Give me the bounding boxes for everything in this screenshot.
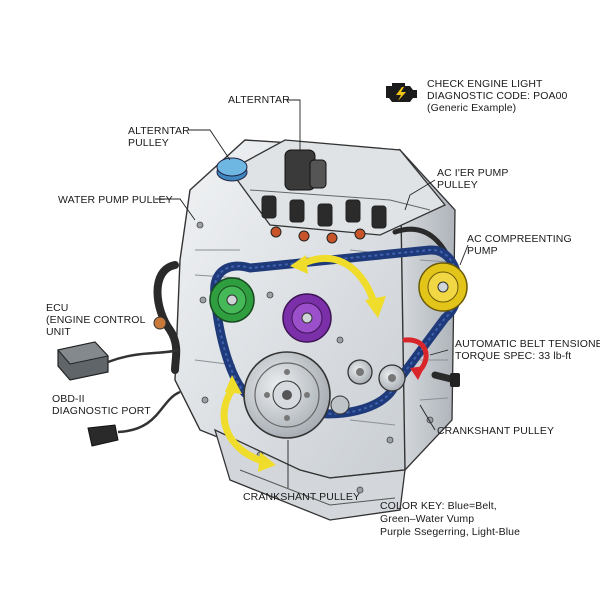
water-pump-pulley-label: WATER PUMP PULLEY: [58, 194, 173, 206]
ac-compressor-pulley: [418, 262, 468, 312]
tensioner-pulley: [378, 364, 406, 392]
obd-port: [87, 390, 181, 447]
leader-lines: [155, 99, 469, 488]
tensioner-line1: AUTOMATIC BELT TENSIONER: [455, 338, 600, 350]
ac-ter-pump-line2: PULLEY: [437, 179, 478, 191]
color-key-line1: COLOR KEY: Blue=Belt,: [380, 500, 497, 512]
color-key-line3: Purple Ssegerring, Light-Blue: [380, 526, 521, 538]
reservoir-cap: [216, 157, 248, 182]
obd-label: OBD-II DIAGNOSTIC PORT: [52, 393, 151, 417]
alternator-pulley-line2: PULLEY: [128, 137, 169, 149]
ac-ter-pump-line1: AC I'ER PUMP: [437, 167, 509, 179]
alternator-pulley-label: ALTERNTAR PULLEY: [128, 125, 190, 149]
rotation-arrow-bottom: [220, 375, 276, 472]
ac-compressor-label: AC COMPREENTING PUMP: [467, 233, 572, 257]
obd-line1: OBD-II: [52, 393, 85, 405]
crankshaft-pulley-label-right: CRANKSHANT PULLEY: [437, 425, 555, 437]
ecu-module: [57, 341, 179, 381]
ecu-line3: UNIT: [46, 326, 71, 338]
color-key: COLOR KEY: Blue=Belt, Green–Water Vump P…: [380, 500, 520, 539]
ecu-line1: ECU: [46, 302, 69, 314]
check-engine-code: DIAGNOSTIC CODE: POA00: [427, 90, 568, 102]
ecu-label: ECU (ENGINE CONTROL UNIT: [46, 302, 146, 338]
rotation-arrow-top: [290, 255, 386, 318]
tensioner-label: AUTOMATIC BELT TENSIONER TORQUE SPEC: 33…: [455, 338, 600, 362]
ecu-line2: (ENGINE CONTROL: [46, 314, 146, 326]
check-engine-label: CHECK ENGINE LIGHT DIAGNOSTIC CODE: POA0…: [427, 78, 567, 114]
ac-compressor-line2: PUMP: [467, 245, 498, 257]
water-pump-pulley: [209, 277, 255, 323]
check-engine-icon: [386, 83, 417, 102]
color-key-line2: Green–Water Vump: [380, 513, 475, 525]
crankshaft-pulley: [243, 351, 331, 439]
crankshaft-pulley-label-bottom: CRANKSHANT PULLEY: [243, 491, 361, 503]
check-engine-note: (Generic Example): [427, 102, 517, 114]
ac-ter-pump-label: AC I'ER PUMP PULLEY: [437, 167, 508, 191]
alternator-label: ALTERNTAR: [228, 94, 290, 106]
tensioner-arrow: [402, 337, 429, 380]
obd-line2: DIAGNOSTIC PORT: [52, 405, 151, 417]
tensioner-line2: TORQUE SPEC: 33 lb-ft: [455, 350, 572, 362]
check-engine-title: CHECK ENGINE LIGHT: [427, 78, 543, 90]
purple-pulley: [282, 293, 332, 343]
alternator-pulley-line1: ALTERNTAR: [128, 125, 190, 137]
idler-pulley: [347, 359, 373, 385]
ac-compressor-line1: AC COMPREENTING: [467, 233, 572, 245]
